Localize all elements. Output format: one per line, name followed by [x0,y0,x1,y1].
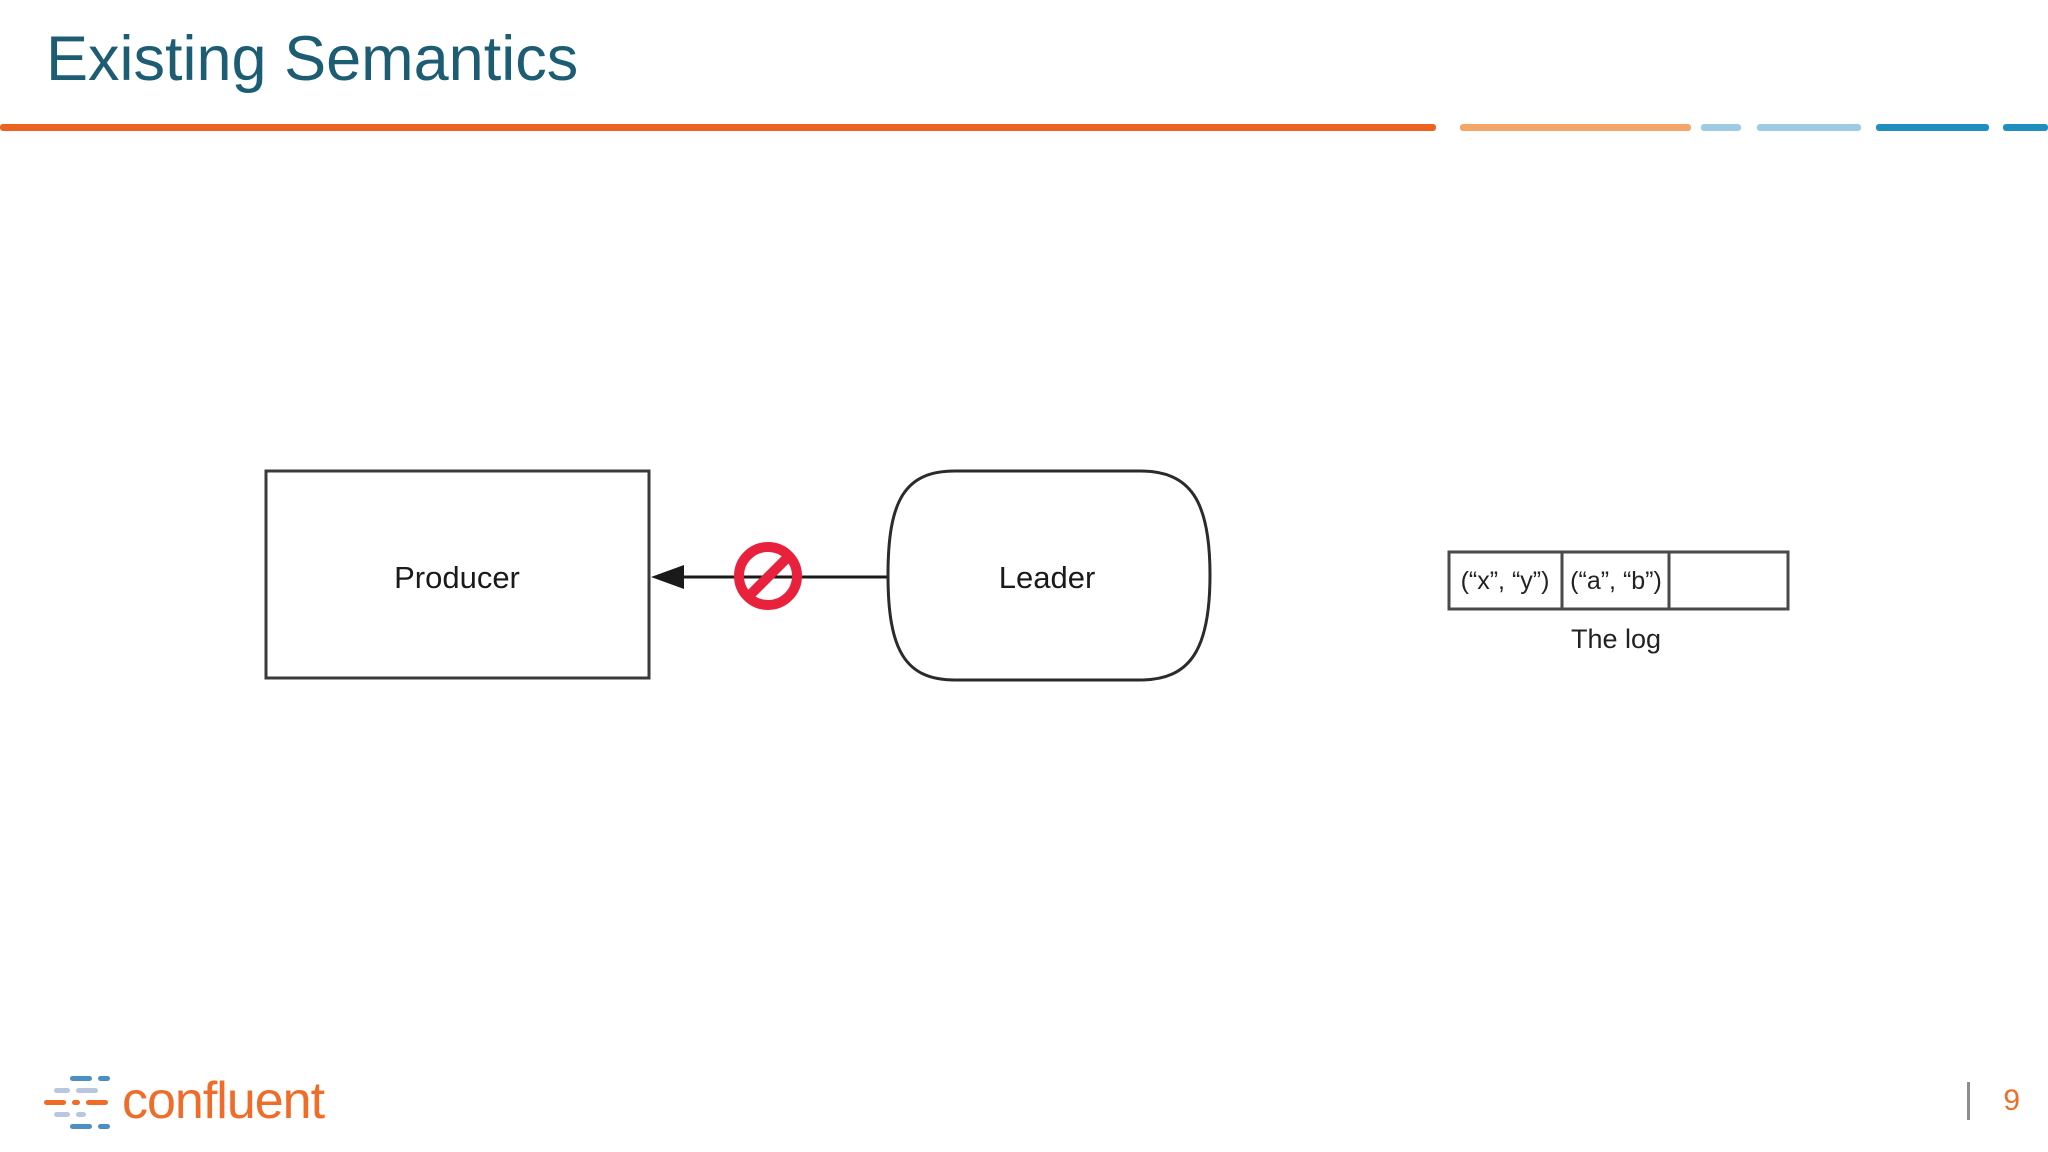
log-cell-0: (“x”, “y”) [1461,567,1550,595]
page-number-group: 9 [1967,1078,2020,1124]
producer-node: Producer [264,469,651,680]
log-caption: The log [1571,624,1661,654]
confluent-wordmark: confluent [122,1072,325,1130]
header-rule-segment-teal-1 [1876,124,1989,131]
header-rule-segment-light-blue-2 [1757,124,1861,131]
page-number-divider [1967,1082,1970,1120]
header-rule-segment-teal-2 [2003,124,2048,131]
arrow-head-icon [651,565,684,589]
page-title: Existing Semantics [46,24,579,94]
header-divider-rule [0,124,2048,132]
no-entry-icon [734,542,802,610]
header-rule-segment-primary-orange [0,124,1436,131]
confluent-logo-mark-icon [44,1076,110,1129]
page-number: 9 [2003,1084,2020,1117]
header-rule-segment-light-orange [1460,124,1691,131]
header-rule-segment-light-blue-1 [1701,124,1741,131]
producer-node-label: Producer [394,560,520,595]
leader-node: Leader [886,469,1212,682]
confluent-logo: confluent [44,1072,325,1134]
producer-leader-connector [651,565,895,589]
log-table: (“x”, “y”) (“a”, “b”) The log [1447,550,1790,654]
log-cell-1: (“a”, “b”) [1570,567,1662,595]
leader-node-label: Leader [999,560,1096,595]
